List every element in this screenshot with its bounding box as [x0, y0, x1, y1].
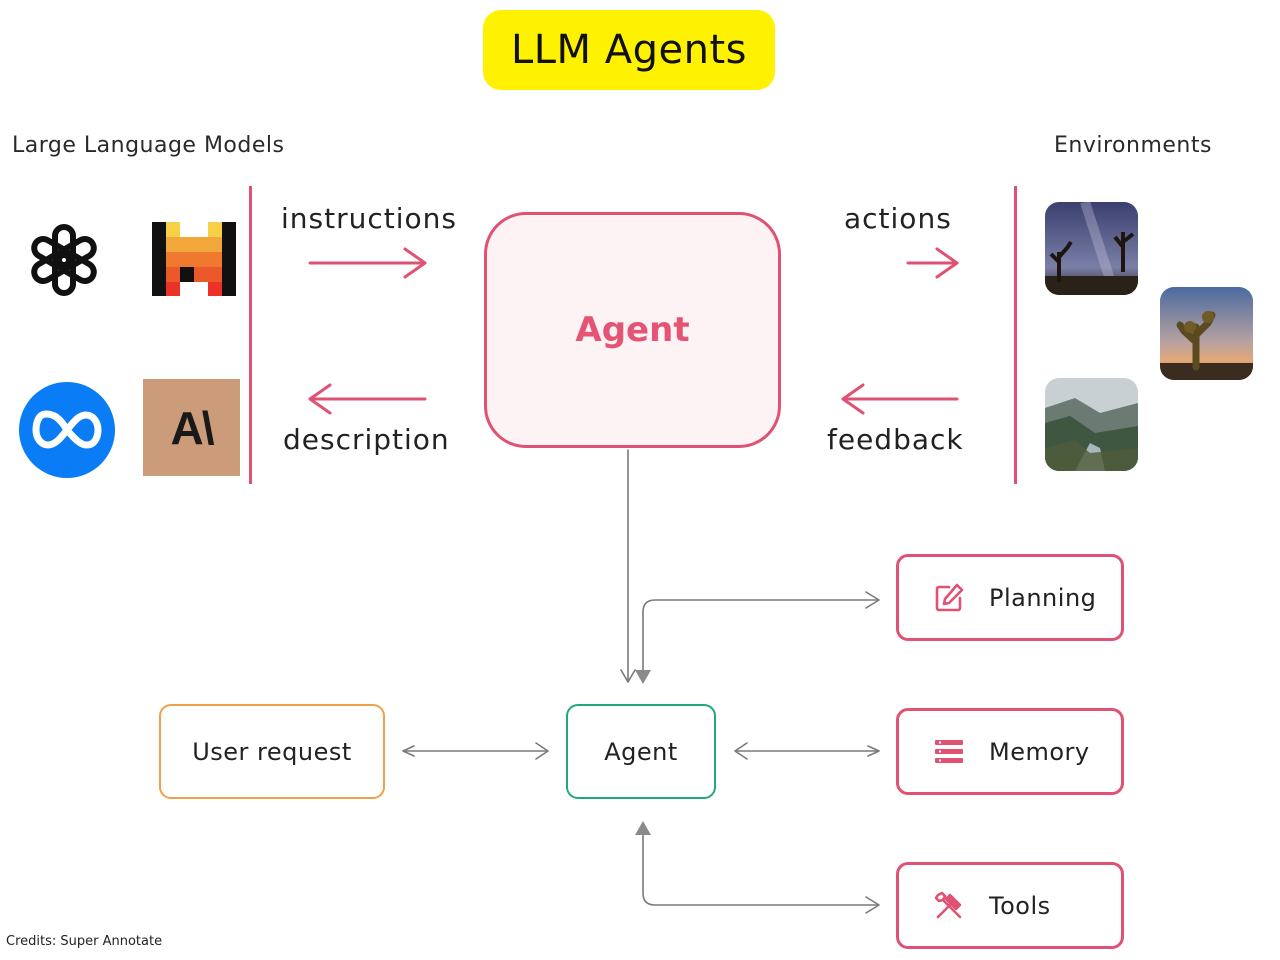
user-request-label: User request	[192, 737, 352, 766]
planning-box: Planning	[896, 554, 1124, 641]
anthropic-logo-icon: A\	[143, 379, 240, 476]
llm-heading: Large Language Models	[12, 133, 285, 158]
diagram-title: LLM Agents	[483, 10, 775, 90]
memory-box: Memory	[896, 708, 1124, 795]
environment-desert-sunset-image	[1160, 287, 1253, 380]
planning-label: Planning	[989, 583, 1097, 612]
tools-box: Tools	[896, 862, 1124, 949]
credits-text: Credits: Super Annotate	[6, 934, 163, 949]
planning-arrowhead	[635, 670, 651, 684]
left-divider	[249, 186, 252, 484]
tools-label: Tools	[989, 891, 1051, 920]
feedback-arrow-icon	[841, 383, 959, 415]
meta-logo-icon	[19, 382, 115, 478]
anthropic-logo-text: A\	[170, 401, 215, 454]
memory-label: Memory	[989, 737, 1090, 766]
agent-card: Agent	[484, 212, 781, 448]
edit-icon	[931, 580, 967, 616]
mistral-logo-icon	[152, 222, 236, 296]
description-arrow-icon	[308, 383, 427, 415]
agent-box-label: Agent	[604, 737, 678, 766]
description-label: description	[283, 423, 450, 456]
right-divider	[1014, 186, 1017, 484]
agent-box: Agent	[566, 704, 716, 799]
planning-connector	[642, 599, 879, 673]
feedback-label: feedback	[827, 423, 964, 456]
actions-arrow-icon	[906, 247, 959, 279]
tools-arrowhead	[635, 821, 651, 835]
environment-desert-night-image	[1045, 202, 1138, 295]
tools-icon	[931, 888, 967, 924]
tools-connector	[642, 834, 879, 906]
environment-river-valley-image	[1045, 378, 1138, 471]
list-icon	[931, 734, 967, 770]
actions-label: actions	[844, 202, 952, 235]
instructions-arrow-icon	[308, 247, 427, 279]
instructions-label: instructions	[281, 202, 457, 235]
openai-logo-icon	[22, 218, 106, 302]
user-request-box: User request	[159, 704, 385, 799]
environments-heading: Environments	[1054, 133, 1212, 158]
